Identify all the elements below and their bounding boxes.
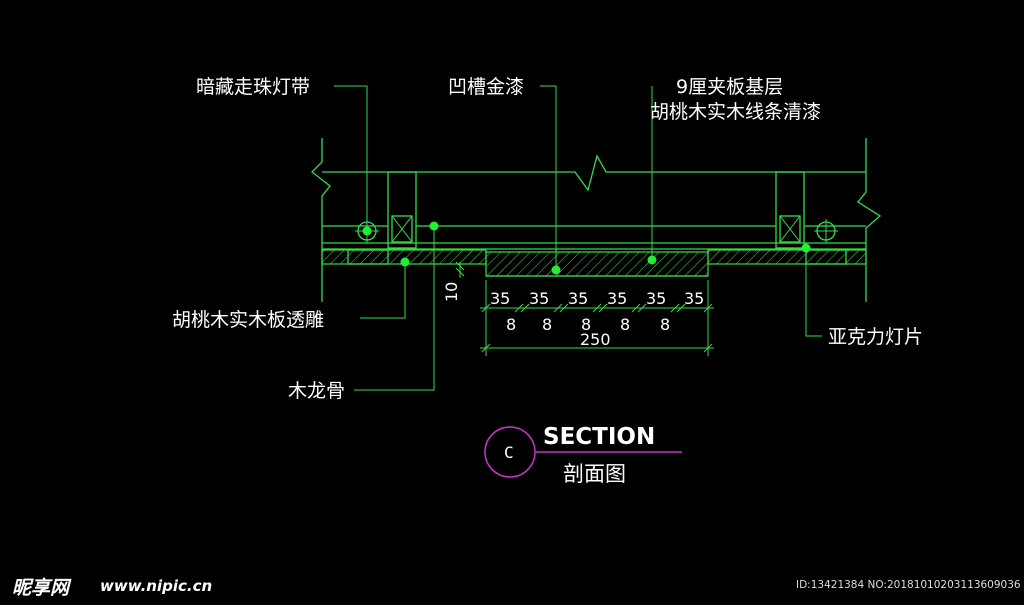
dot-acrylic: [801, 243, 811, 253]
dim-seg-2: 35: [529, 289, 549, 308]
leader-lines: [334, 85, 822, 391]
dim-seg-5: 35: [646, 289, 666, 308]
dot-wood-keel: [429, 221, 439, 231]
dimension-lines: [455, 261, 714, 356]
dim-seg-1: 35: [490, 289, 510, 308]
dot-carving: [400, 257, 410, 267]
watermark-logo: 昵享网: [12, 577, 70, 599]
section-subtitle: 剖面图: [563, 462, 626, 486]
dim-gap-5: 8: [660, 315, 670, 334]
dot-plywood: [647, 255, 657, 265]
label-walnut-carving: 胡桃木实木板透雕: [172, 309, 324, 331]
label-plywood-line2: 胡桃木实木线条清漆: [650, 101, 821, 123]
dim-gap-1: 8: [506, 315, 516, 334]
dot-groove-paint: [551, 265, 561, 275]
label-acrylic: 亚克力灯片: [828, 326, 923, 348]
label-wood-keel: 木龙骨: [288, 380, 345, 402]
dim-seg-3: 35: [568, 289, 588, 308]
section-structure: [311, 138, 882, 302]
dim-gap-3: 8: [581, 315, 591, 334]
section-symbol-circle: [484, 426, 536, 478]
label-plywood-line1: 9厘夹板基层: [676, 76, 783, 98]
watermark-site: www.nipic.cn: [100, 577, 213, 595]
dot-hidden-light: [362, 226, 372, 236]
dim-thickness: 10: [442, 282, 461, 302]
label-groove-paint: 凹槽金漆: [448, 76, 524, 98]
watermark-id: ID:13421384 NO:20181010203113609036: [796, 579, 1021, 591]
section-heading: SECTION: [543, 424, 655, 450]
dim-seg-6: 35: [684, 289, 704, 308]
leader-dots: [362, 221, 811, 275]
dim-total: 250: [580, 330, 611, 349]
section-title: C SECTION 剖面图: [484, 424, 682, 486]
dim-gap-2: 8: [542, 315, 552, 334]
section-symbol-letter: C: [504, 443, 514, 462]
label-hidden-light: 暗藏走珠灯带: [196, 76, 310, 98]
dim-gap-4: 8: [620, 315, 630, 334]
dim-seg-4: 35: [607, 289, 627, 308]
